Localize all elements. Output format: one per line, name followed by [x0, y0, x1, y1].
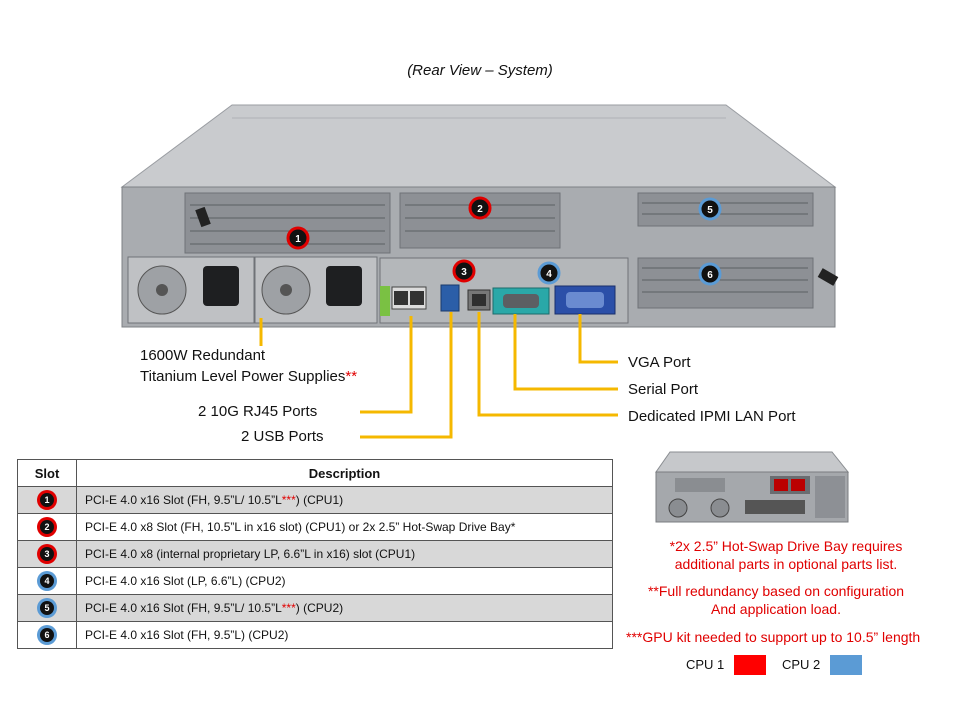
marker-1: 1 — [286, 226, 310, 250]
legend-cpu2-label: CPU 2 — [782, 657, 821, 672]
slot-5-bay — [637, 192, 814, 227]
serial-callout-line — [513, 314, 618, 391]
marker-6: 6 — [698, 262, 722, 286]
table-row: 6 PCI-E 4.0 x16 Slot (FH, 9.5”L) (CPU2) — [17, 621, 613, 649]
diagram-title: (Rear View – System) — [407, 62, 553, 79]
marker-2: 2 — [468, 196, 492, 220]
slot-description: PCI-E 4.0 x8 (internal proprietary LP, 6… — [85, 547, 416, 561]
note-gpu-kit: ***GPU kit needed to support up to 10.5”… — [626, 629, 921, 645]
gpu-footnote-mark: *** — [281, 493, 296, 507]
chassis-top — [120, 104, 837, 188]
reference-photo — [655, 451, 850, 523]
slot-badge: 5 — [40, 601, 54, 616]
slot-badge: 1 — [40, 493, 54, 508]
note-redundancy-line1: **Full redundancy based on configuration — [647, 583, 905, 599]
slot-description-cpu: ) (CPU1) — [295, 493, 344, 507]
note-drive-bay-line2: additional parts in optional parts list. — [674, 556, 898, 572]
slot-badge: 4 — [40, 574, 54, 589]
marker-4: 4 — [537, 261, 561, 285]
green-tab — [380, 286, 390, 316]
marker-5: 5 — [698, 197, 722, 221]
psu-1-inlet — [203, 266, 239, 306]
serial-label: Serial Port — [628, 381, 699, 398]
note-drive-bay-line1: *2x 2.5” Hot-Swap Drive Bay requires — [669, 538, 903, 554]
psu-2-inlet — [326, 266, 362, 306]
slot-header: Slot — [17, 459, 77, 487]
slot-description: PCI-E 4.0 x16 Slot (FH, 9.5”L/ 10.5”L — [85, 493, 282, 507]
usb-label: 2 USB Ports — [241, 428, 324, 445]
gpu-footnote-mark: *** — [281, 601, 296, 615]
vga-callout-line — [578, 314, 618, 364]
slot-6-bay — [637, 257, 814, 309]
legend-cpu2-swatch — [830, 655, 862, 675]
table-row: 3 PCI-E 4.0 x8 (internal proprietary LP,… — [17, 540, 613, 568]
ipmi-label: Dedicated IPMI LAN Port — [628, 408, 796, 425]
psu-label-line1: 1600W Redundant — [140, 347, 266, 364]
legend-cpu1-label: CPU 1 — [686, 657, 725, 672]
psu-label-line2: Titanium Level Power Supplies** — [140, 368, 357, 386]
ipmi-callout-line — [477, 312, 618, 417]
usb-ports-illustration — [440, 284, 460, 312]
marker-3: 3 — [452, 259, 476, 283]
psu-footnote-mark: ** — [345, 368, 358, 385]
psu-label-text: Titanium Level Power Supplies — [140, 368, 346, 385]
rj45-callout-line — [360, 316, 413, 414]
table-row: 2 PCI-E 4.0 x8 Slot (FH, 10.5”L in x16 s… — [17, 513, 613, 541]
vga-label: VGA Port — [628, 354, 691, 371]
usb-callout-line — [360, 312, 453, 439]
marker-3-label: 3 — [461, 267, 467, 278]
slot-badge: 3 — [40, 547, 54, 562]
table-row: 4 PCI-E 4.0 x16 Slot (LP, 6.6”L) (CPU2) — [17, 567, 613, 595]
slot-description: PCI-E 4.0 x8 Slot (FH, 10.5”L in x16 slo… — [85, 520, 516, 534]
slot-1-bay — [184, 192, 391, 254]
legend-cpu1-swatch — [734, 655, 766, 675]
slot-description: PCI-E 4.0 x16 Slot (FH, 9.5”L/ 10.5”L — [85, 601, 282, 615]
slot-description-cpu: ) (CPU2) — [295, 601, 344, 615]
slot-badge: 2 — [40, 520, 54, 535]
slot-description: PCI-E 4.0 x16 Slot (LP, 6.6”L) (CPU2) — [85, 574, 286, 588]
description-header: Description — [76, 459, 613, 487]
note-redundancy: **Full redundancy based on configuration… — [626, 582, 926, 618]
marker-2-label: 2 — [477, 204, 483, 215]
slot-table: Slot Description 1 PCI-E 4.0 x16 Slot (F… — [17, 459, 613, 649]
note-redundancy-line2: And application load. — [711, 601, 841, 617]
slot-description: PCI-E 4.0 x16 Slot (FH, 9.5”L) (CPU2) — [85, 628, 289, 642]
table-row: 1 PCI-E 4.0 x16 Slot (FH, 9.5”L/ 10.5”L*… — [17, 486, 613, 514]
rj45-label: 2 10G RJ45 Ports — [198, 403, 318, 420]
table-row: 5 PCI-E 4.0 x16 Slot (FH, 9.5”L/ 10.5”L*… — [17, 594, 613, 622]
marker-1-label: 1 — [295, 234, 301, 245]
note-drive-bay: *2x 2.5” Hot-Swap Drive Bay requires add… — [636, 537, 936, 573]
marker-6-label: 6 — [707, 270, 713, 281]
marker-4-label: 4 — [546, 269, 552, 280]
slot-badge: 6 — [40, 628, 54, 643]
marker-5-label: 5 — [707, 205, 713, 216]
slot-table-header: Slot Description — [17, 459, 613, 487]
